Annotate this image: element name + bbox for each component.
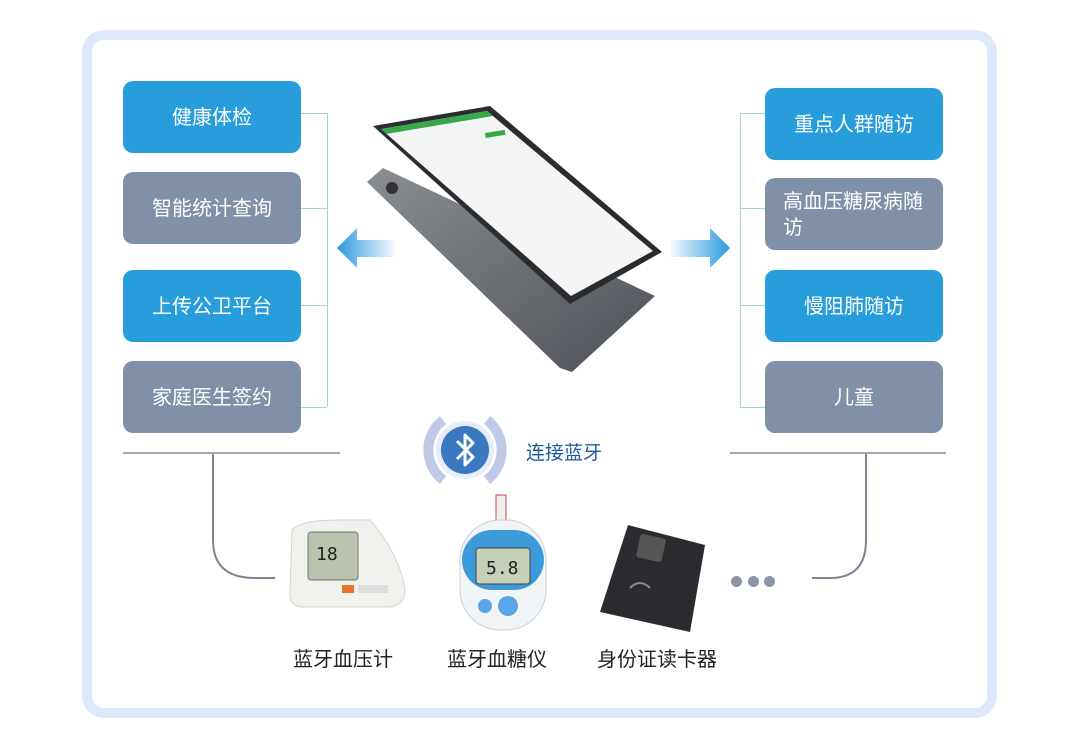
right-divider [730, 452, 946, 454]
left-divider [123, 452, 340, 454]
left-connector [301, 208, 327, 209]
glucose-meter-icon: 5.8 [459, 494, 547, 631]
device-label-blood-pressure: 蓝牙血压计 [293, 647, 393, 671]
right-item-copd-followup[interactable]: 慢阻肺随访 [765, 270, 943, 342]
arrow-right-icon [670, 228, 730, 268]
right-connector [740, 113, 765, 114]
tablet-image [367, 106, 662, 372]
blood-pressure-monitor-icon: 18 [289, 519, 406, 608]
right-connector [740, 305, 765, 306]
bluetooth-icon [423, 416, 507, 484]
svg-text:5.8: 5.8 [486, 558, 519, 579]
svg-text:18: 18 [316, 544, 338, 565]
device-label-glucose-meter: 蓝牙血糖仪 [447, 647, 547, 671]
left-connector [327, 113, 328, 407]
id-card-reader-icon [600, 525, 705, 632]
right-item-hypertension-diabetes-followup[interactable]: 高血压糖尿病随访 [765, 178, 943, 250]
left-connector [301, 305, 327, 306]
left-item-family-doctor[interactable]: 家庭医生签约 [123, 361, 301, 433]
left-item-health-check[interactable]: 健康体检 [123, 81, 301, 153]
right-curve [812, 454, 867, 579]
left-item-statistics-query[interactable]: 智能统计查询 [123, 172, 301, 244]
bluetooth-connect-label: 连接蓝牙 [526, 442, 603, 464]
left-item-upload-platform[interactable]: 上传公卫平台 [123, 270, 301, 342]
right-connector [740, 113, 741, 407]
right-item-children[interactable]: 儿童 [765, 361, 943, 433]
right-connector [740, 208, 765, 209]
left-curve [212, 454, 275, 579]
right-item-key-population-followup[interactable]: 重点人群随访 [765, 88, 943, 160]
left-connector [301, 113, 327, 114]
arrow-left-icon [337, 228, 395, 268]
left-connector [301, 407, 327, 408]
device-label-id-card-reader: 身份证读卡器 [597, 647, 717, 671]
right-connector [740, 407, 765, 408]
